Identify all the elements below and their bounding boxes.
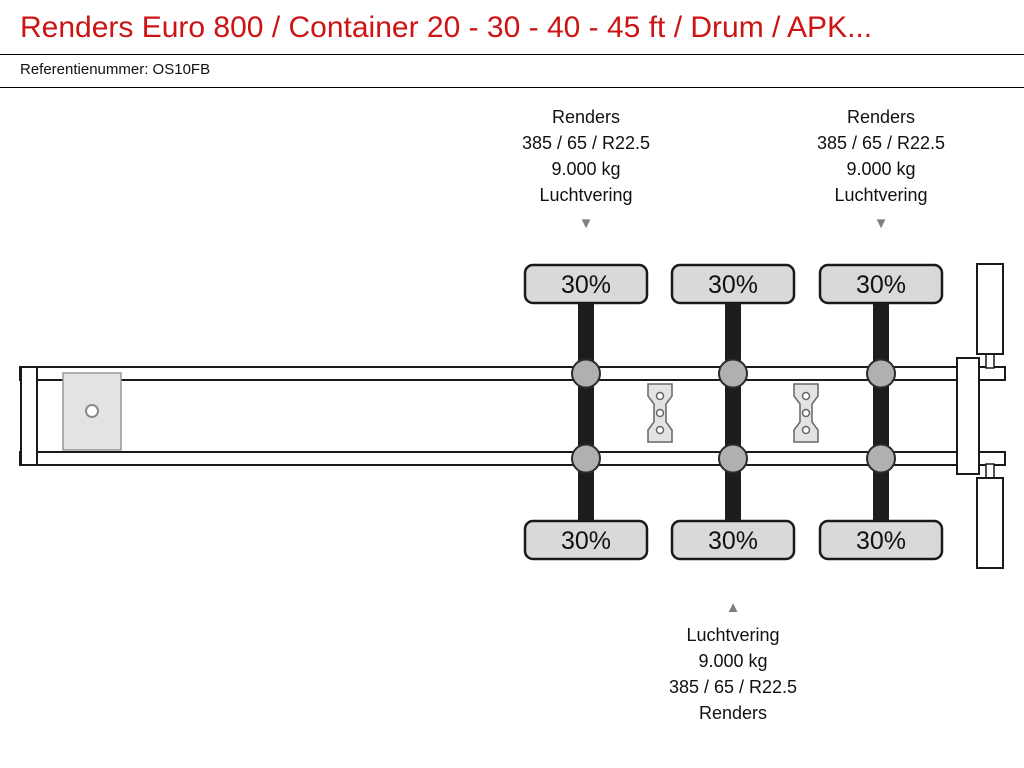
trailer-chassis-drawing: 30% 30% 30% 30% 30% [19, 263, 1006, 569]
axle-annotation-bottom: ▲ Luchtvering 9.000 kg 385 / 65 / R22.5 … [669, 600, 797, 726]
annotation-line: 9.000 kg [846, 159, 916, 179]
reference-number: Referentienummer: OS10FB [20, 61, 211, 78]
axle-1-hub-top [571, 358, 601, 389]
arrow-down-icon: ▼ [578, 215, 594, 232]
annotation-line: Luchtvering [539, 185, 633, 205]
axle-2-load-top: 30% [708, 271, 758, 299]
axle-2-hub-bottom [718, 443, 748, 474]
axle-load-diagram: 30% 30% 30% 30% 30% [0, 88, 1024, 766]
rear-outrigger-top [976, 263, 1004, 355]
axle-2-tire-top [670, 263, 796, 305]
axle-3-tire-bottom [818, 519, 944, 561]
axle-3-tire-top [818, 263, 944, 305]
title-divider [0, 54, 1024, 55]
annotation-line: Renders [846, 107, 916, 127]
axle-1-tire-bottom [523, 519, 649, 561]
suspension-bracket-2 [793, 383, 819, 443]
axle-3-hub-top [866, 358, 896, 389]
axle-1-tire-top [523, 263, 649, 305]
kingpin [85, 404, 99, 418]
arrow-up-icon: ▲ [725, 599, 741, 616]
rear-crossmember [956, 357, 980, 475]
axle-2-beam [725, 298, 741, 526]
axle-1-hub-bottom [571, 443, 601, 474]
axle-2: 30% 30% [670, 263, 796, 561]
axle-3-beam [873, 298, 889, 526]
axle-annotation-top-1: Renders 385 / 65 / R22.5 9.000 kg Luchtv… [522, 104, 650, 232]
front-crossmember [20, 366, 38, 466]
annotation-line: Luchtvering [834, 185, 928, 205]
axle-3-load-top: 30% [856, 271, 906, 299]
axle-annotation-top-2: Renders 385 / 65 / R22.5 9.000 kg Luchtv… [817, 104, 945, 232]
annotation-line: 9.000 kg [698, 651, 768, 671]
axle-3-hub-bottom [866, 443, 896, 474]
annotation-line: 385 / 65 / R22.5 [521, 133, 651, 153]
suspension-bracket-1 [647, 383, 673, 443]
annotation-line: Renders [698, 703, 768, 723]
axle-3: 30% 30% [818, 263, 944, 561]
annotation-line: 385 / 65 / R22.5 [816, 133, 946, 153]
listing-title: Renders Euro 800 / Container 20 - 30 - 4… [20, 11, 873, 44]
annotation-line: Luchtvering [686, 625, 780, 645]
axle-1-load-top: 30% [561, 271, 611, 299]
axle-1: 30% 30% [523, 263, 649, 561]
axle-2-tire-bottom [670, 519, 796, 561]
axle-3-load-bottom: 30% [856, 527, 906, 555]
rear-outrigger-bottom [976, 477, 1004, 569]
frame-rail-bottom [19, 451, 1006, 466]
axle-2-load-bottom: 30% [708, 527, 758, 555]
axle-1-load-bottom: 30% [561, 527, 611, 555]
axle-1-beam [578, 298, 594, 526]
annotation-line: 385 / 65 / R22.5 [668, 677, 798, 697]
annotation-line: 9.000 kg [551, 159, 621, 179]
arrow-down-icon: ▼ [873, 215, 889, 232]
axle-2-hub-top [718, 358, 748, 389]
annotation-line: Renders [551, 107, 621, 127]
frame-rail-top [19, 366, 1006, 381]
reference-divider [0, 87, 1024, 88]
